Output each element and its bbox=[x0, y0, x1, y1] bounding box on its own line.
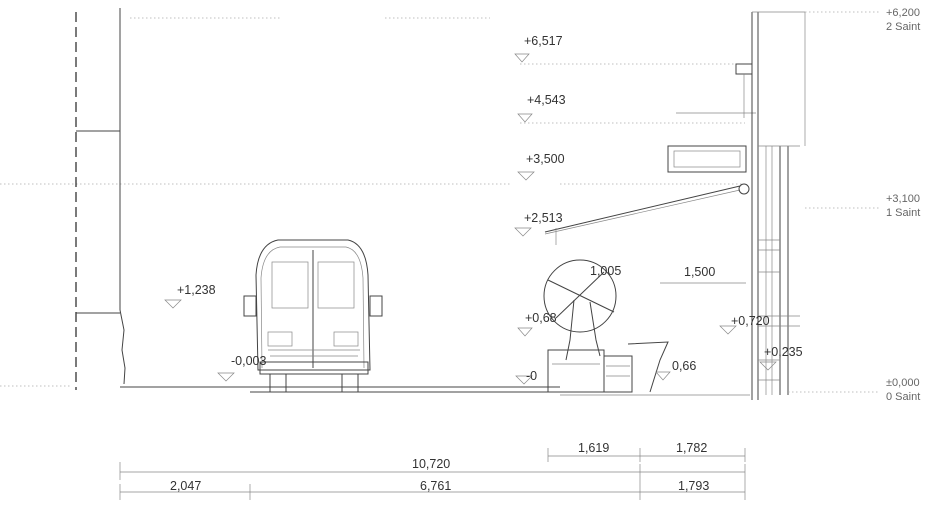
elevation-label-2513: +2,513 bbox=[524, 211, 563, 225]
left-building-outline bbox=[75, 8, 126, 390]
level-top-value: +6,200 bbox=[886, 7, 920, 19]
elevation-label-0235: +0,235 bbox=[764, 345, 803, 359]
elevation-label-1238: +1,238 bbox=[177, 283, 216, 297]
reference-lines bbox=[0, 17, 745, 387]
dimension-label-1500: 1,500 bbox=[684, 265, 715, 279]
dimension-1793: 1,793 bbox=[678, 479, 709, 493]
right-building-facade bbox=[735, 11, 806, 400]
elevation-label-066: 0,66 bbox=[672, 359, 696, 373]
elevation-label-068: +0,68 bbox=[525, 311, 557, 325]
dimension-1782: 1,782 bbox=[676, 441, 707, 455]
level-top-name: 2 Saint bbox=[886, 21, 920, 33]
dimension-label-1005: 1,005 bbox=[590, 264, 621, 278]
dimension-6761: 6,761 bbox=[420, 479, 451, 493]
elevation-labels: +6,517 +4,543 +3,500 +2,513 +1,238 -0,00… bbox=[177, 34, 803, 383]
level-tags: +6,200 2 Saint +3,100 1 Saint ±0,000 0 S… bbox=[886, 7, 920, 403]
dimension-1619: 1,619 bbox=[578, 441, 609, 455]
awning-illustration bbox=[544, 112, 756, 245]
elevation-label-0720: +0,720 bbox=[731, 314, 770, 328]
dimension-chains: 1,619 1,782 10,720 2,047 6,761 1,793 bbox=[119, 441, 746, 500]
level-mid-value: +3,100 bbox=[886, 193, 920, 205]
level-ground-name: 0 Saint bbox=[886, 391, 920, 403]
level-ground-value: ±0,000 bbox=[886, 377, 920, 389]
elevation-markers bbox=[164, 53, 777, 385]
elevation-label-0003: -0,003 bbox=[231, 354, 266, 368]
elevation-label-4543: +4,543 bbox=[527, 93, 566, 107]
street-furniture-illustration bbox=[543, 259, 669, 393]
level-mid-name: 1 Saint bbox=[886, 207, 920, 219]
van-illustration bbox=[243, 239, 383, 393]
ground-line bbox=[120, 386, 750, 396]
level-lines bbox=[788, 11, 880, 393]
dimension-2047: 2,047 bbox=[170, 479, 201, 493]
elevation-label-3500: +3,500 bbox=[526, 152, 565, 166]
elevation-label-neg0: -0 bbox=[526, 369, 537, 383]
dimension-10720: 10,720 bbox=[412, 457, 450, 471]
elevation-label-6517: +6,517 bbox=[524, 34, 563, 48]
